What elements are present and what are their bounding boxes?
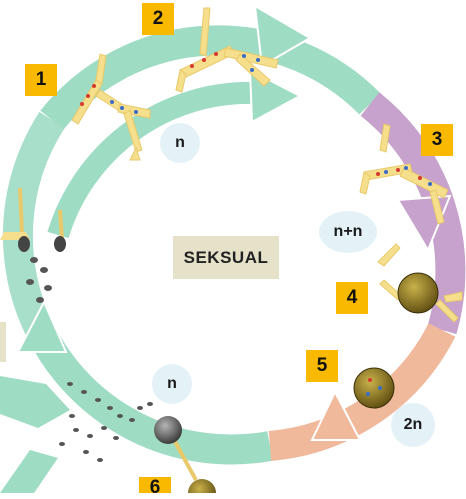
center-label: SEKSUAL xyxy=(173,236,279,279)
left-incoming-arrow xyxy=(0,376,70,428)
stage-badge-5: 5 xyxy=(306,350,338,382)
spores xyxy=(26,257,153,462)
stage-badge-3: 3 xyxy=(421,124,453,156)
ploidy-haploid-top: n xyxy=(160,123,200,163)
hypha-stage-4 xyxy=(377,243,463,323)
zygospore xyxy=(397,272,439,314)
outer-arrowhead-top xyxy=(253,4,312,68)
stage-badge-1: 1 xyxy=(25,64,57,96)
stage-badge-2: 2 xyxy=(142,3,174,35)
diploid-arc xyxy=(268,323,456,461)
germinating-zygospore xyxy=(353,367,395,409)
edge-box-left xyxy=(0,322,6,362)
diploid-arrowhead xyxy=(310,389,362,441)
ploidy-diploid: 2n xyxy=(391,403,435,447)
haploid-inner-arc xyxy=(47,81,256,239)
stage-badge-6: 6 xyxy=(139,477,171,498)
ploidy-haploid-bottom: n xyxy=(152,364,192,404)
ploidy-dikaryon: n+n xyxy=(319,211,377,253)
stage-badge-4: 4 xyxy=(336,282,368,314)
outer-arrowhead-left xyxy=(16,299,68,353)
sporangia-left xyxy=(0,187,66,252)
bottom-left-arrow xyxy=(0,450,58,493)
nuclei-dots xyxy=(80,52,432,186)
